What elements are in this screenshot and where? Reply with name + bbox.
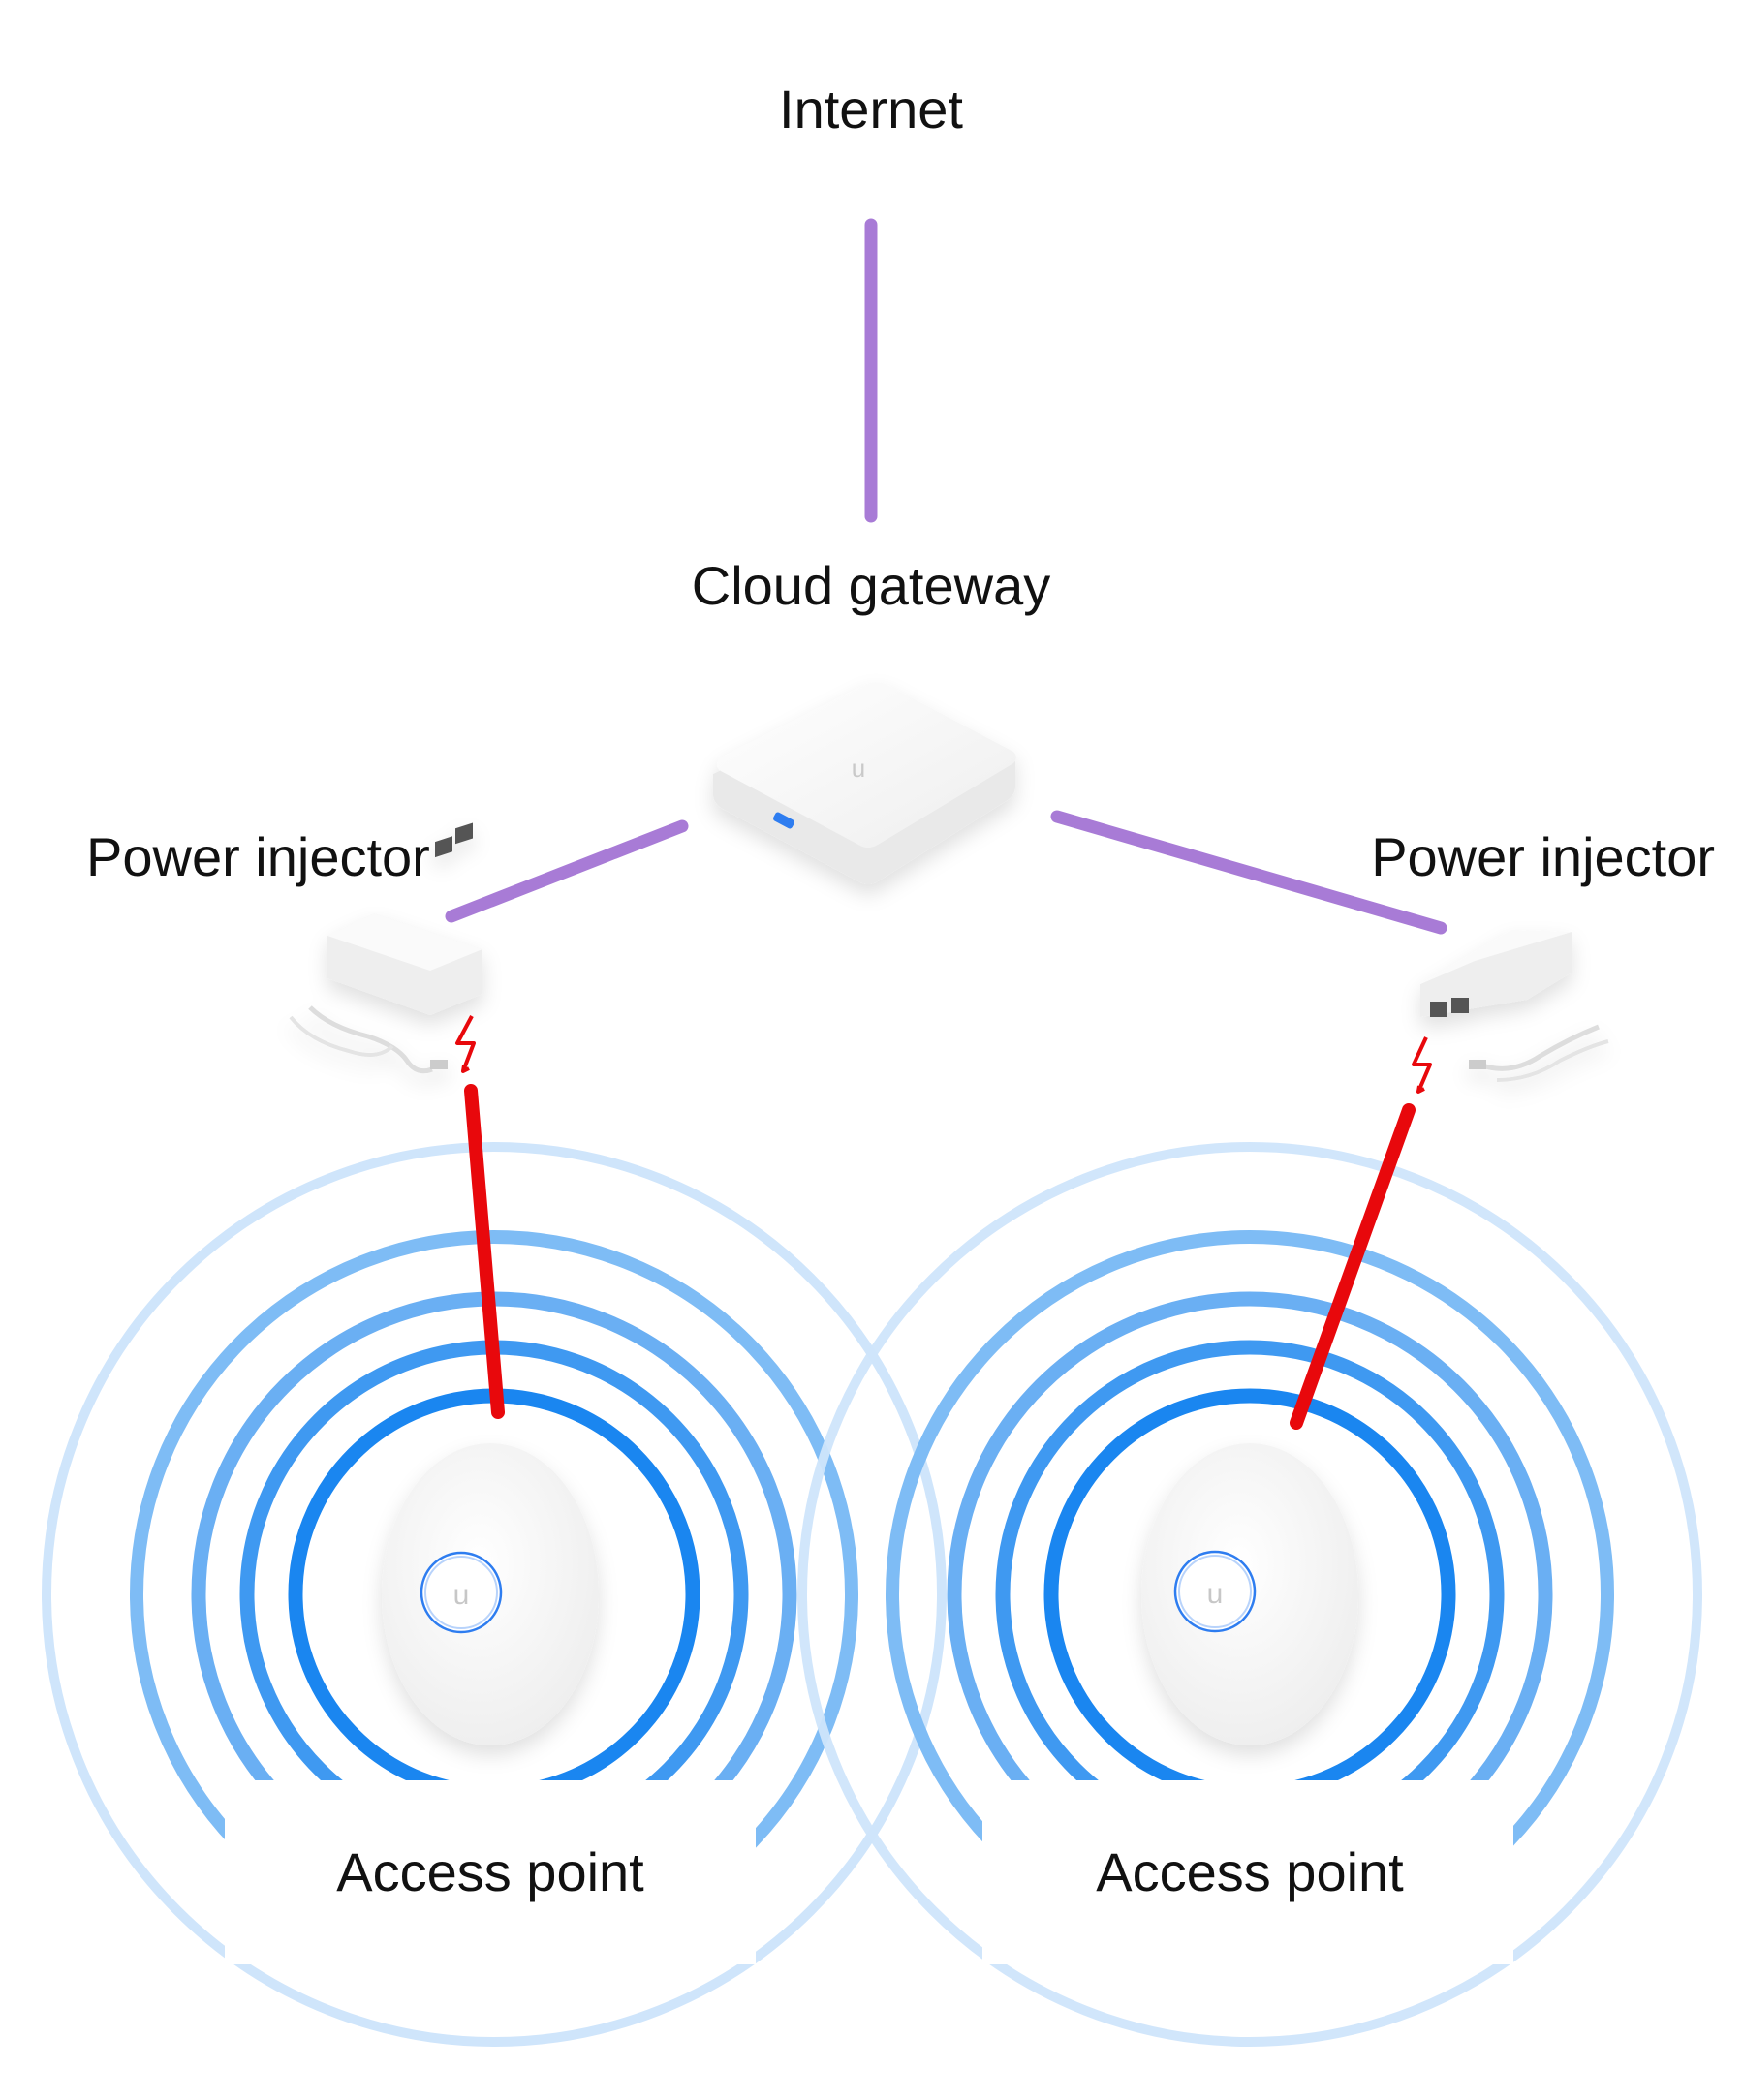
cloud-gateway-icon: u (713, 682, 1016, 884)
lightning-bolt-icon (455, 1015, 476, 1073)
cloud-gateway-label: Cloud gateway (692, 555, 1050, 616)
internet-label: Internet (779, 78, 963, 139)
power-injector-right-icon (1420, 930, 1609, 1082)
injector-left-to-ap-cable (464, 1084, 505, 1419)
svg-text:u: u (852, 754, 865, 783)
uplink-cables (445, 218, 1447, 935)
access-point-right-label-panel (982, 1780, 1513, 1964)
power-injector-right-label: Power injector (1371, 826, 1715, 887)
access-point-right-icon: u (1141, 1443, 1358, 1745)
svg-text:u: u (453, 1579, 470, 1611)
access-point-left-label-panel (225, 1780, 756, 1964)
poe-cables (464, 1084, 1416, 1430)
access-point-right-label: Access point (1096, 1841, 1404, 1902)
injector-right-to-ap-cable (1290, 1103, 1416, 1430)
coverage-ring (797, 1142, 1702, 2047)
access-point-left-label: Access point (336, 1841, 644, 1902)
svg-text:u: u (1207, 1578, 1224, 1610)
gateway-to-injector-right-cable (1050, 810, 1447, 935)
power-injector-left-icon (289, 822, 482, 1074)
gateway-to-injector-left-cable (445, 819, 689, 923)
access-point-left-icon: u (382, 1443, 599, 1745)
power-injector-left-label: Power injector (86, 826, 430, 887)
coverage-ring (42, 1142, 947, 2047)
lightning-bolt-icon (1412, 1036, 1432, 1094)
